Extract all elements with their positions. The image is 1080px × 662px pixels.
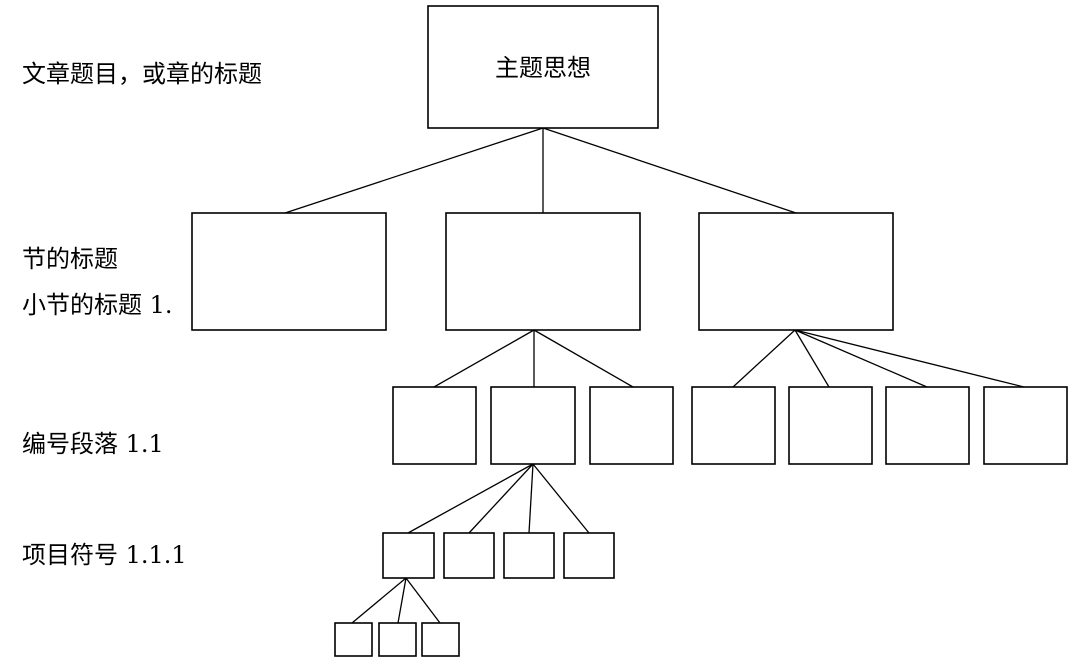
section-box-2: [445, 212, 641, 331]
connector-section-2-para-3: [533, 329, 634, 388]
paragraph-nodes: [392, 386, 1068, 465]
paragraph-box-1: [392, 386, 477, 465]
sub-bullet-box-3: [421, 622, 460, 657]
bullet-box-2: [443, 532, 495, 579]
paragraph-box-5: [788, 386, 873, 465]
level-label-bullet-item: 项目符号 1.1.1: [22, 541, 187, 569]
connector-section-2-para-1: [433, 329, 535, 388]
paragraph-box-4: [691, 386, 776, 465]
connector-root-section-3: [542, 127, 797, 214]
sub-bullet-nodes: [334, 622, 460, 657]
paragraph-box-2: [490, 386, 576, 465]
paragraph-box-3: [589, 386, 674, 465]
connector-section-3-para-3: [794, 329, 928, 388]
paragraph-box-7: [983, 386, 1068, 465]
connector-para-2-bullet-2: [468, 463, 534, 534]
root-label: 主题思想: [495, 54, 591, 82]
root-node: 主题思想: [427, 5, 659, 129]
connector-para-2-bullet-3: [528, 463, 534, 534]
connector-root-section-1: [284, 127, 544, 214]
connector-bullet-1-sub-3: [405, 577, 441, 624]
bullet-box-1: [382, 532, 435, 579]
connector-section-3-para-4: [794, 329, 1025, 388]
section-box-3: [698, 212, 894, 331]
level-label-numbered-paragraph: 编号段落 1.1: [22, 430, 164, 458]
bullet-box-4: [563, 532, 615, 579]
level-label-subsection: 小节的标题 1.: [22, 291, 173, 319]
level-label-section: 节的标题: [22, 245, 118, 273]
section-nodes: [191, 212, 894, 331]
sub-bullet-box-1: [334, 622, 373, 657]
connector-para-2-bullet-4: [532, 463, 590, 534]
bullet-nodes: [382, 532, 615, 579]
connector-bullet-1-sub-2: [397, 577, 407, 624]
section-box-1: [191, 212, 387, 331]
connector-section-3-para-1: [732, 329, 796, 388]
bullet-box-3: [503, 532, 555, 579]
root-box: [427, 5, 659, 129]
connector-para-2-bullet-1: [407, 463, 534, 534]
connector-bullet-1-sub-1: [351, 577, 407, 624]
sub-bullet-box-2: [378, 622, 417, 657]
paragraph-box-6: [885, 386, 970, 465]
level-label-chapter: 文章题目，或章的标题: [22, 60, 262, 88]
connector-section-3-para-2: [794, 329, 830, 388]
connectors: [284, 127, 1025, 624]
